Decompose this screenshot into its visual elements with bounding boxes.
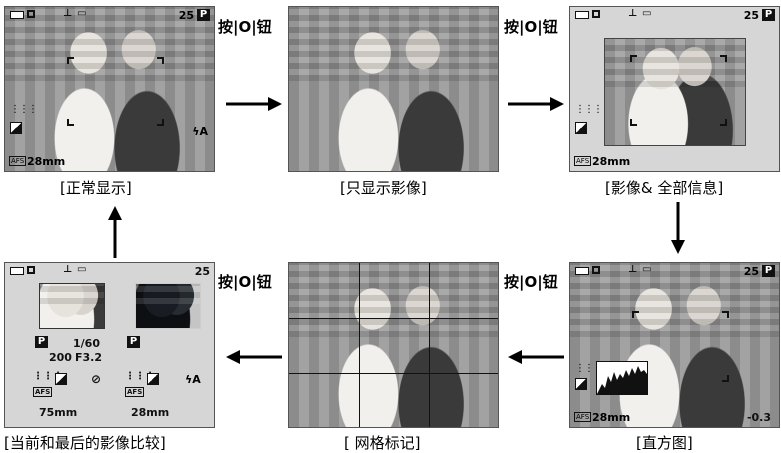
aperture-value: F3.2 xyxy=(75,351,103,364)
button-label: 按|O|钮 xyxy=(218,18,272,36)
photo xyxy=(289,263,498,427)
shot-count: 25 xyxy=(178,9,194,22)
caption-image-info: [影像& 全部信息] xyxy=(605,179,724,197)
focal-length-left: 75mm xyxy=(39,406,78,419)
white-balance-icon xyxy=(575,378,587,390)
card-icon: ▭ xyxy=(77,8,87,19)
metering-icon: ⋮⋮⋮ xyxy=(33,371,63,382)
mode-icon: P xyxy=(197,9,210,21)
arrow-up-icon xyxy=(108,206,122,258)
battery-icon xyxy=(575,11,589,19)
button-label: 按|O|钮 xyxy=(504,18,558,36)
arrow-down-icon xyxy=(671,202,685,254)
frame-icon xyxy=(27,266,35,274)
caption-histogram: [直方图] xyxy=(636,434,693,452)
last-image-thumbnail xyxy=(135,283,201,329)
exposure-value: -0.3 xyxy=(746,411,771,424)
focus-corner-icon xyxy=(720,119,727,126)
white-balance-icon xyxy=(147,373,159,385)
grid-line xyxy=(289,318,498,319)
screen-grid xyxy=(288,262,499,428)
focus-corner-icon xyxy=(720,55,727,62)
screen-image-info: ⊥ ▭ 25 P ⋮⋮⋮ AFS 28mm xyxy=(569,6,780,172)
screen-normal-display: ⊥ ▭ 25 P ⋮⋮⋮ ϟA AFS 28mm xyxy=(4,6,215,172)
card-icon: ▭ xyxy=(642,8,652,19)
caption-normal: [正常显示] xyxy=(60,179,132,197)
card-icon: ▭ xyxy=(642,264,652,275)
focal-length: 28mm xyxy=(27,155,66,168)
mode-icon-right: P xyxy=(127,336,140,348)
caption-compare: [当前和最后的影像比较] xyxy=(4,434,166,452)
frame-icon xyxy=(592,266,600,274)
grid-line xyxy=(429,263,430,427)
arrow-left-icon xyxy=(226,350,282,364)
afs-badge: AFS xyxy=(125,387,145,397)
mode-icon: P xyxy=(762,9,775,21)
focus-corner-icon xyxy=(722,311,729,318)
screen-compare: ⊥ ▭ 25 P P 1/60 200 F3.2 ⋮⋮⋮ ⊘ ⋮⋮⋮ ϟA AF… xyxy=(4,262,215,428)
frame-icon xyxy=(592,10,600,18)
afs-badge: AFS xyxy=(574,156,592,166)
focus-corner-icon xyxy=(67,119,74,126)
focal-length-right: 28mm xyxy=(131,406,170,419)
arrow-left-icon xyxy=(508,350,564,364)
photo xyxy=(289,7,498,171)
metering-icon: ⋮⋮⋮ xyxy=(575,363,603,374)
white-balance-icon xyxy=(10,122,22,134)
current-image-thumbnail xyxy=(39,283,105,329)
histogram-chart xyxy=(596,361,648,395)
photo xyxy=(40,284,104,328)
focus-corner-icon xyxy=(67,57,74,64)
white-balance-icon xyxy=(55,373,67,385)
caption-grid: [ 网格标记] xyxy=(344,434,421,452)
grid-line xyxy=(289,373,498,374)
afs-badge: AFS xyxy=(574,412,592,422)
photo xyxy=(5,7,214,171)
focus-corner-icon xyxy=(630,119,637,126)
macro-icon: ⊥ xyxy=(628,264,638,275)
shot-count: 25 xyxy=(194,265,210,278)
card-icon: ▭ xyxy=(77,264,87,275)
focus-corner-icon xyxy=(722,375,729,382)
flash-icon: ϟA xyxy=(192,125,208,138)
frame-icon xyxy=(27,10,35,18)
flash-icon: ϟA xyxy=(185,373,201,386)
mode-icon-left: P xyxy=(35,336,48,348)
photo xyxy=(570,263,779,427)
macro-icon: ⊥ xyxy=(63,264,73,275)
grid-line xyxy=(359,263,360,427)
focus-corner-icon xyxy=(630,55,637,62)
focal-length: 28mm xyxy=(592,411,631,424)
flash-off-icon: ⊘ xyxy=(91,372,102,386)
afs-badge: AFS xyxy=(9,156,27,166)
metering-icon: ⋮⋮⋮ xyxy=(10,104,38,115)
focus-corner-icon xyxy=(632,311,639,318)
focal-length: 28mm xyxy=(592,155,631,168)
white-balance-icon xyxy=(575,122,587,134)
button-label: 按|O|钮 xyxy=(504,273,558,291)
screen-histogram: ⊥ ▭ 25 P ⋮⋮⋮ AFS 28mm -0.3 xyxy=(569,262,780,428)
metering-icon: ⋮⋮⋮ xyxy=(125,371,155,382)
button-label: 按|O|钮 xyxy=(218,273,272,291)
focus-corner-icon xyxy=(157,119,164,126)
arrow-right-icon xyxy=(508,97,564,111)
battery-icon xyxy=(10,11,24,19)
mode-icon: P xyxy=(762,265,775,277)
battery-icon xyxy=(575,267,589,275)
macro-icon: ⊥ xyxy=(628,8,638,19)
screen-image-only xyxy=(288,6,499,172)
macro-icon: ⊥ xyxy=(63,8,73,19)
shot-count: 25 xyxy=(743,9,759,22)
shot-count: 25 xyxy=(743,265,759,278)
metering-icon: ⋮⋮⋮ xyxy=(575,104,603,115)
battery-icon xyxy=(10,267,24,275)
photo xyxy=(136,284,200,328)
afs-badge: AFS xyxy=(33,387,53,397)
iso-value: 200 xyxy=(49,351,72,364)
arrow-right-icon xyxy=(226,97,282,111)
focus-corner-icon xyxy=(157,57,164,64)
shutter-speed: 1/60 xyxy=(73,337,100,350)
caption-image-only: [只显示影像] xyxy=(340,179,427,197)
